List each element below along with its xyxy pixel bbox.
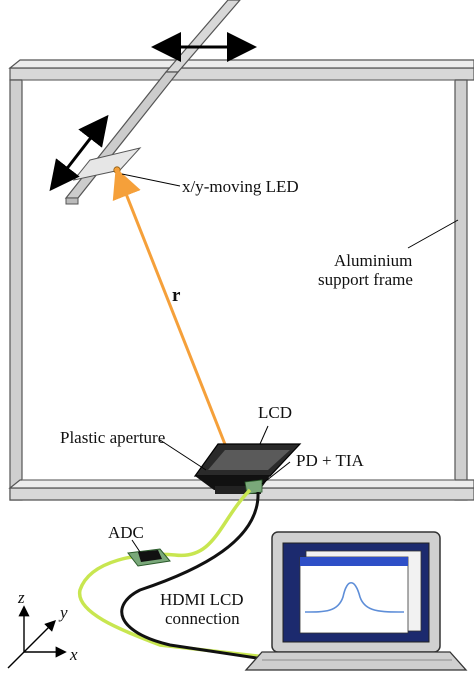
frame-leader xyxy=(407,219,459,249)
frame-label-1: Aluminium xyxy=(334,251,412,270)
adc-board xyxy=(127,548,171,567)
cable-black xyxy=(120,491,271,662)
frame-label-2: support frame xyxy=(318,270,413,289)
led-rail xyxy=(64,0,241,205)
hdmi-label-2: connection xyxy=(165,609,240,628)
lcd-leader xyxy=(259,425,269,445)
ray-label: r xyxy=(172,285,181,306)
axis-x-label: x xyxy=(69,645,78,664)
axis-z-label: z xyxy=(17,588,25,607)
laptop xyxy=(244,531,468,671)
led-leader xyxy=(121,173,181,187)
plot-curve xyxy=(304,581,405,613)
adc-leader xyxy=(131,539,141,553)
cable-yellow xyxy=(78,488,276,660)
lcd-assembly xyxy=(193,443,302,495)
pdtia-leader xyxy=(261,461,291,485)
led-label: x/y-moving LED xyxy=(182,177,299,196)
led-icon xyxy=(113,166,121,174)
aperture-label: Plastic aperture xyxy=(60,428,165,447)
lcd-label: LCD xyxy=(258,403,292,422)
aperture-leader xyxy=(159,439,207,471)
pdtia-label: PD + TIA xyxy=(296,451,365,470)
adc-label: ADC xyxy=(108,523,144,542)
axis-y-label: y xyxy=(58,603,68,622)
ray-r xyxy=(112,167,234,463)
led-double-arrow xyxy=(49,114,109,192)
hdmi-label-1: HDMI LCD xyxy=(160,590,244,609)
axes-icon xyxy=(7,605,67,669)
